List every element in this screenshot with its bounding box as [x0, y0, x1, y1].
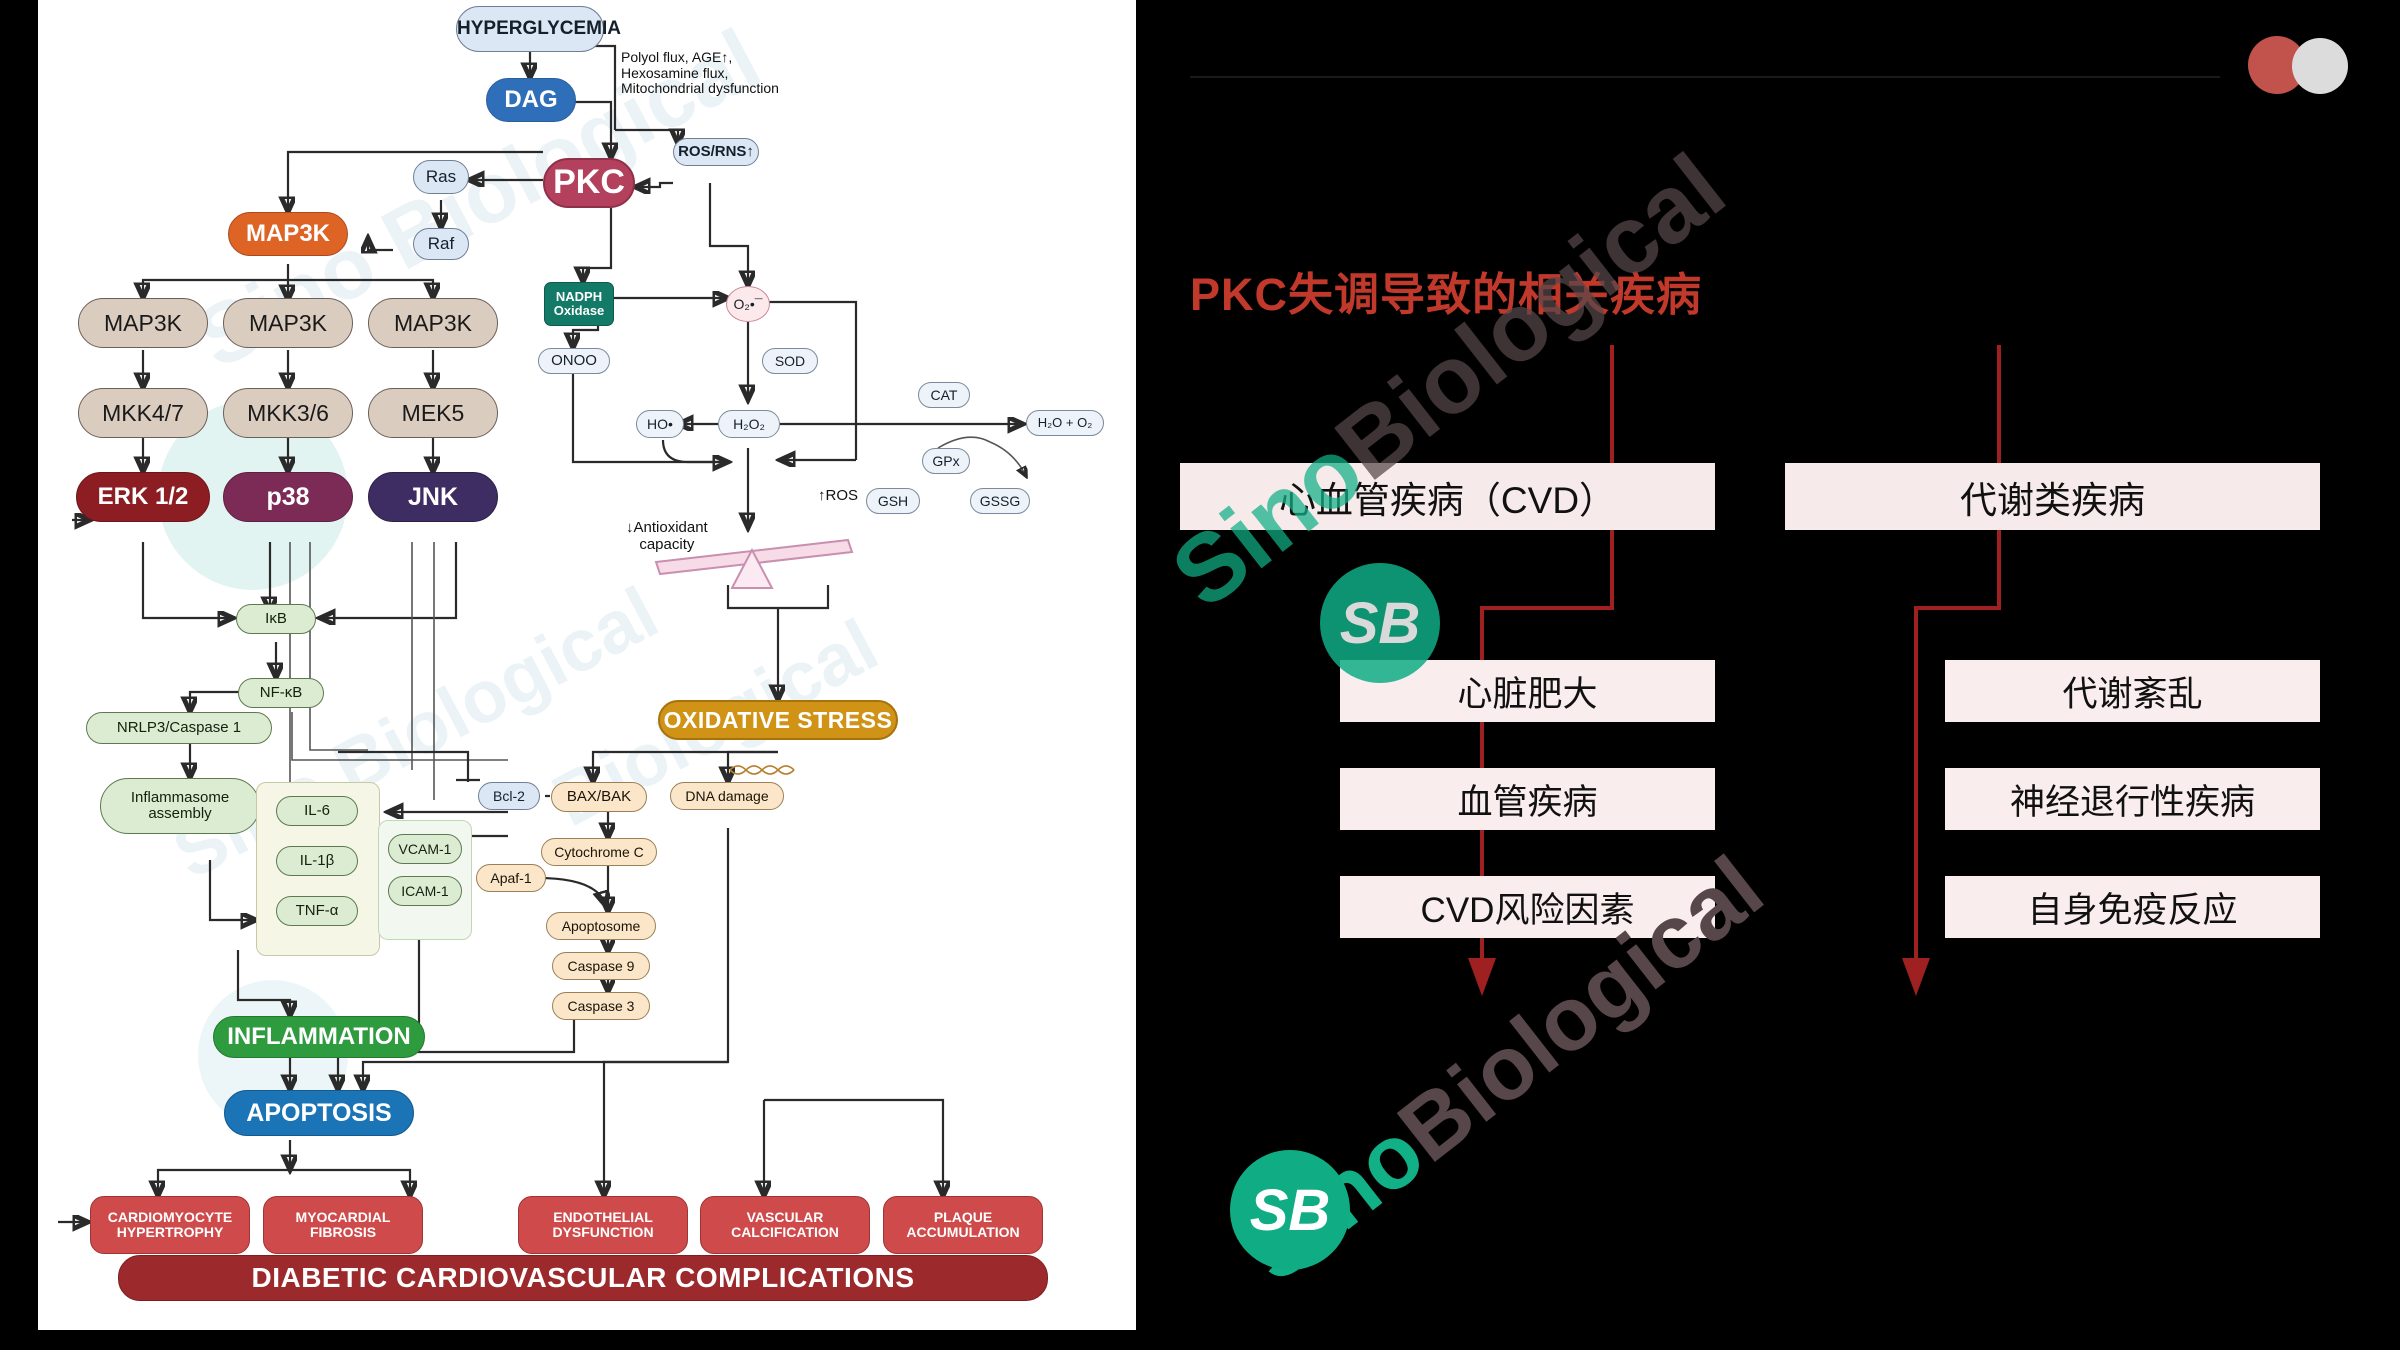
node-pkc: PKC	[543, 158, 635, 208]
node-map3k-top: MAP3K	[228, 212, 348, 256]
node-map3k-b: MAP3K	[223, 298, 353, 348]
node-apoptosome: Apoptosome	[546, 912, 656, 940]
outcome-myocardial-fibrosis: MYOCARDIAL FIBROSIS	[263, 1196, 423, 1254]
item-box-cvd-2[interactable]: 血管疾病	[1340, 768, 1715, 830]
node-map3k-a: MAP3K	[78, 298, 208, 348]
node-hydroxyl-radical: HO•	[636, 410, 684, 438]
node-hyperglycemia: HYPERGLYCEMIA	[456, 6, 621, 52]
node-jnk: JNK	[368, 472, 498, 522]
node-il6: IL-6	[276, 796, 358, 826]
node-superoxide: O₂•¯	[726, 286, 770, 322]
dna-helix-icon	[728, 762, 798, 778]
node-water-oxygen: H₂O + O₂	[1026, 410, 1104, 436]
node-caspase3: Caspase 3	[552, 992, 650, 1020]
grey-circle-icon	[2292, 38, 2348, 94]
node-caspase9: Caspase 9	[552, 952, 650, 980]
node-apoptosis: APOPTOSIS	[224, 1090, 414, 1136]
annotation-polyol-flux: Polyol flux, AGE↑, Hexosamine flux, Mito…	[621, 49, 779, 97]
node-oxidative-stress: OXIDATIVE STRESS	[658, 700, 898, 740]
header-box-metabolic[interactable]: 代谢类疾病	[1785, 463, 2320, 530]
figure-footer-banner: DIABETIC CARDIOVASCULAR COMPLICATIONS	[118, 1255, 1048, 1301]
item-box-cvd-3[interactable]: CVD风险因素	[1340, 876, 1715, 938]
node-mkk36: MKK3/6	[223, 388, 353, 438]
brand-badge-bottom: SB	[1230, 1150, 1350, 1270]
node-gsh: GSH	[866, 488, 920, 514]
node-dna-damage: DNA damage	[670, 782, 784, 810]
node-p38: p38	[223, 472, 353, 522]
decorative-dots	[2248, 36, 2368, 94]
balance-scale-icon	[648, 520, 868, 590]
node-ikb: IκB	[236, 604, 316, 634]
node-mkk47: MKK4/7	[78, 388, 208, 438]
node-raf: Raf	[413, 228, 469, 260]
outcome-vascular-calcification: VASCULAR CALCIFICATION	[700, 1196, 870, 1254]
pathway-figure: Sino Biological Sino Biological Biologic…	[38, 0, 1136, 1330]
node-erk: ERK 1/2	[76, 472, 210, 522]
node-sod: SOD	[762, 348, 818, 374]
annotation-ros-up: ↑ROS	[818, 487, 859, 504]
pathway-figure-panel: Sino Biological Sino Biological Biologic…	[38, 0, 1136, 1330]
page-title: PKC失调导致的相关疾病	[1190, 269, 1703, 320]
node-gssg: GSSG	[970, 488, 1030, 514]
outcome-plaque-accumulation: PLAQUE ACCUMULATION	[883, 1196, 1043, 1254]
outcome-endothelial-dysfunction: ENDOTHELIAL DYSFUNCTION	[518, 1196, 688, 1254]
node-nlrp3-caspase1: NRLP3/Caspase 1	[86, 712, 272, 744]
node-cat: CAT	[918, 382, 970, 408]
annotation-antioxidant-capacity: ↓Antioxidant capacity	[626, 519, 708, 553]
node-mek5: MEK5	[368, 388, 498, 438]
node-apaf1: Apaf-1	[476, 864, 546, 892]
node-vcam1: VCAM-1	[388, 834, 462, 864]
node-tnfa: TNF-α	[276, 896, 358, 926]
node-inflammasome-assembly: Inflammasome assembly	[100, 778, 260, 834]
node-map3k-c: MAP3K	[368, 298, 498, 348]
node-nadph-oxidase: NADPH Oxidase	[544, 282, 614, 326]
node-inflammation: INFLAMMATION	[213, 1016, 425, 1058]
item-box-cvd-1[interactable]: 心脏肥大	[1340, 660, 1715, 722]
node-onoo: ONOO	[538, 348, 610, 374]
node-dag: DAG	[486, 78, 576, 122]
node-h2o2: H₂O₂	[718, 410, 780, 438]
node-bcl2: Bcl-2	[478, 782, 540, 810]
node-ras: Ras	[413, 160, 469, 194]
outcome-cardiomyocyte-hypertrophy: CARDIOMYOCYTE HYPERTROPHY	[90, 1196, 250, 1254]
node-bax-bak: BAX/BAK	[551, 782, 647, 812]
node-ros-rns: ROS/RNS↑	[673, 138, 759, 166]
header-box-cvd[interactable]: 心血管疾病（CVD）	[1180, 463, 1715, 530]
item-box-metabolic-3[interactable]: 自身免疫反应	[1945, 876, 2320, 938]
node-icam1: ICAM-1	[388, 876, 462, 906]
item-box-metabolic-2[interactable]: 神经退行性疾病	[1945, 768, 2320, 830]
header-divider	[1190, 76, 2220, 78]
node-nfkb: NF-κB	[238, 678, 324, 708]
node-il1b: IL-1β	[276, 846, 358, 876]
node-cytochrome-c: Cytochrome C	[541, 838, 657, 866]
item-box-metabolic-1[interactable]: 代谢紊乱	[1945, 660, 2320, 722]
node-gpx: GPx	[922, 448, 970, 474]
